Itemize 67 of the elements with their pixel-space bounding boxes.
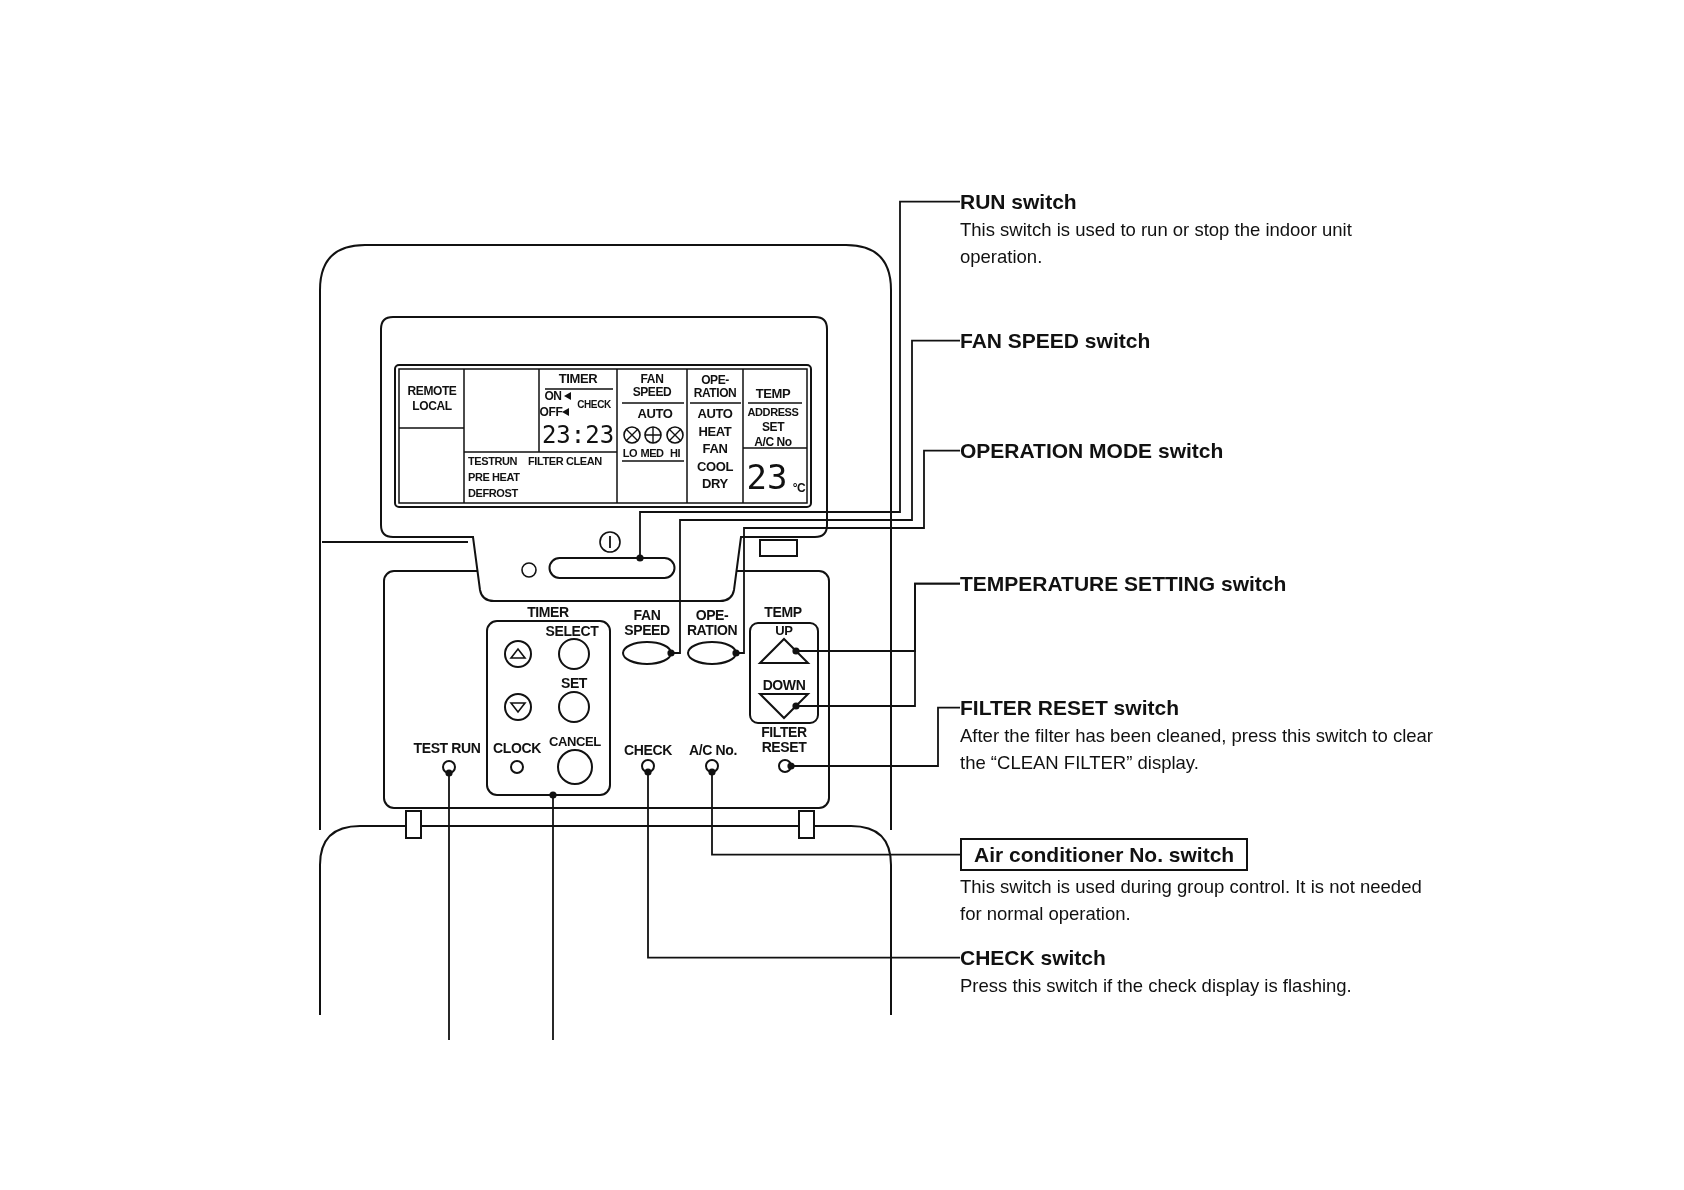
lcd-label: TEMP	[755, 387, 791, 401]
callout-heading: CHECK switch	[960, 945, 1106, 971]
lcd-digits: 23	[746, 460, 788, 496]
panel-label: TIMER	[527, 604, 569, 620]
panel-label: CLOCK	[493, 740, 541, 756]
callout-description: Press this switch if the check display is flashing.	[960, 974, 1353, 999]
callout-heading: Air conditioner No. switch	[960, 838, 1249, 872]
leader-line	[708, 768, 961, 856]
lcd-label: SET	[761, 420, 785, 434]
panel-label: UP	[775, 624, 793, 638]
callout-heading: TEMPERATURE SETTING switch	[960, 571, 1287, 597]
panel-label: TEST RUN	[413, 740, 481, 756]
leader-line	[445, 769, 453, 1041]
lcd-label: COOL	[697, 460, 733, 474]
lcd-label: AUTO	[637, 407, 673, 421]
panel-label: FAN SPEED	[623, 608, 671, 638]
callout-heading: FAN SPEED switch	[960, 328, 1151, 354]
panel-label: SET	[561, 675, 587, 691]
lcd-label: ADDRESS	[747, 407, 799, 419]
panel-label: CHECK	[624, 742, 672, 758]
callout-heading: OPERATION MODE switch	[960, 438, 1224, 464]
lcd-label: A/C No	[754, 435, 792, 449]
run-switch	[548, 557, 676, 579]
lcd-label: TESTRUN	[468, 456, 518, 468]
temp-up-switch	[757, 637, 811, 664]
callout-heading: FILTER RESET switch	[960, 695, 1179, 721]
lcd-label: ON	[544, 389, 562, 403]
lcd-label: DEFROST	[468, 488, 518, 500]
lcd-label: HI	[669, 448, 681, 460]
lcd-label: OFF	[539, 405, 563, 419]
panel-label: FILTER RESET	[760, 725, 808, 755]
lcd-digits: 23:23	[541, 423, 615, 449]
lcd-label: LOCAL	[412, 399, 452, 413]
leader-line	[787, 706, 961, 770]
lcd-label: FAN SPEED	[631, 373, 673, 399]
leader-line	[792, 582, 961, 710]
leader-line	[636, 200, 961, 562]
lcd-label: FILTER CLEAN	[528, 456, 602, 468]
lcd-label: CHECK	[577, 399, 611, 411]
temp-down-switch	[757, 693, 811, 720]
panel-label: SELECT	[545, 623, 599, 639]
callout-description: This switch is used during group control. It is not needed for normal operation.	[960, 875, 1423, 926]
lcd-label: TIMER	[558, 372, 598, 386]
callout-heading: RUN switch	[960, 189, 1077, 215]
panel-label: DOWN	[762, 677, 806, 693]
lcd-label: REMOTE	[407, 384, 457, 398]
lcd-label: FAN	[702, 442, 728, 456]
panel-label: CANCEL	[549, 735, 601, 749]
leader-line	[644, 768, 961, 959]
lcd-label: LO	[622, 448, 638, 460]
lcd-label: °C	[792, 481, 806, 495]
lcd-label: DRY	[702, 477, 728, 491]
panel-label: A/C No.	[689, 742, 737, 758]
fan-speed-switch	[622, 641, 672, 665]
leader-line	[549, 791, 557, 1041]
lcd-label: OPE- RATION	[692, 374, 738, 400]
panel-label: OPE- RATION	[685, 608, 739, 638]
leader-line	[732, 449, 961, 657]
lcd-label: HEAT	[698, 425, 732, 439]
lcd-label: MED	[640, 448, 664, 460]
leader-line	[667, 339, 961, 657]
panel-label: TEMP	[764, 604, 802, 620]
callout-description: This switch is used to run or stop the indoor unit operation.	[960, 218, 1353, 269]
callout-description: After the filter has been cleaned, press this switch to clear the “CLEAN FILTER” display.	[960, 724, 1434, 775]
operation-switch	[687, 641, 737, 665]
lcd-label: PRE HEAT	[468, 472, 520, 484]
lcd-label: AUTO	[697, 407, 733, 421]
